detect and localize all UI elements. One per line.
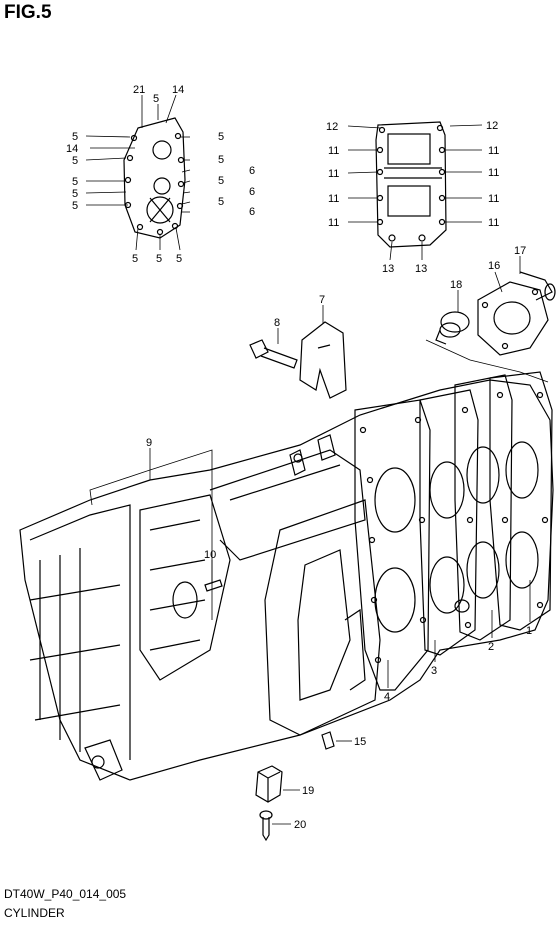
block-19 — [255, 765, 283, 803]
callout-11: 11 — [488, 217, 499, 229]
callout-13: 13 — [415, 263, 427, 275]
callout-11: 11 — [488, 145, 499, 157]
thermostat — [435, 311, 470, 345]
callout-11: 11 — [328, 217, 339, 229]
callout-21: 21 — [133, 84, 145, 96]
callout-6: 6 — [249, 165, 255, 177]
callout-14: 14 — [172, 84, 184, 96]
callout-11: 11 — [328, 193, 339, 205]
callout-16: 16 — [488, 260, 500, 272]
callout-17: 17 — [514, 245, 526, 257]
screw-20 — [259, 810, 273, 842]
callout-5: 5 — [176, 253, 182, 265]
callout-19: 19 — [302, 785, 314, 797]
callout-12: 12 — [326, 121, 338, 133]
callout-4: 4 — [384, 691, 390, 703]
callout-11: 11 — [328, 168, 339, 180]
cover-plate-left — [123, 117, 186, 239]
callout-11: 11 — [328, 145, 339, 157]
callout-7: 7 — [319, 294, 325, 306]
callout-15: 15 — [354, 736, 366, 748]
callout-18: 18 — [450, 279, 462, 291]
callout-5: 5 — [72, 155, 78, 167]
callout-2: 2 — [488, 641, 494, 653]
callout-14: 14 — [66, 143, 78, 155]
callout-5: 5 — [218, 154, 224, 166]
callout-11: 11 — [488, 167, 499, 179]
callout-8: 8 — [274, 317, 280, 329]
leader-lines — [85, 94, 549, 825]
callout-5: 5 — [72, 176, 78, 188]
callout-20: 20 — [294, 819, 306, 831]
clamp-bracket — [299, 321, 347, 399]
callouts-cover-left: 21 5 14 5 5 14 5 5 5 6 5 5 6 5 5 5 6 5 5… — [66, 84, 255, 265]
diagram-caption: CYLINDER — [4, 906, 65, 920]
callout-5: 5 — [72, 188, 78, 200]
callout-5: 5 — [218, 196, 224, 208]
diagram-code: DT40W_P40_014_005 — [4, 887, 127, 901]
callouts-cover-right: 12 12 11 11 11 11 11 11 11 11 13 13 — [326, 120, 499, 275]
callout-5: 5 — [218, 131, 224, 143]
bolt — [249, 339, 298, 369]
cover-plate-right — [375, 121, 447, 248]
callout-12: 12 — [486, 120, 498, 132]
callout-6: 6 — [249, 186, 255, 198]
figure-title: FIG.5 — [4, 2, 52, 23]
callout-1: 1 — [526, 625, 532, 637]
callout-5: 5 — [156, 253, 162, 265]
callout-5: 5 — [153, 93, 159, 105]
cylinder-block — [19, 371, 554, 781]
callout-5: 5 — [132, 253, 138, 265]
callout-5: 5 — [218, 175, 224, 187]
callout-5: 5 — [72, 200, 78, 212]
callout-3: 3 — [431, 665, 437, 677]
callouts-main: 17 16 18 7 8 9 10 1 2 3 4 15 19 20 — [146, 245, 532, 831]
callout-10: 10 — [204, 549, 216, 561]
callout-6: 6 — [249, 206, 255, 218]
callout-13: 13 — [382, 263, 394, 275]
plug-15 — [321, 731, 335, 750]
callout-5: 5 — [72, 131, 78, 143]
callout-11: 11 — [488, 193, 499, 205]
thermostat-cover — [477, 271, 556, 356]
callout-9: 9 — [146, 437, 152, 449]
